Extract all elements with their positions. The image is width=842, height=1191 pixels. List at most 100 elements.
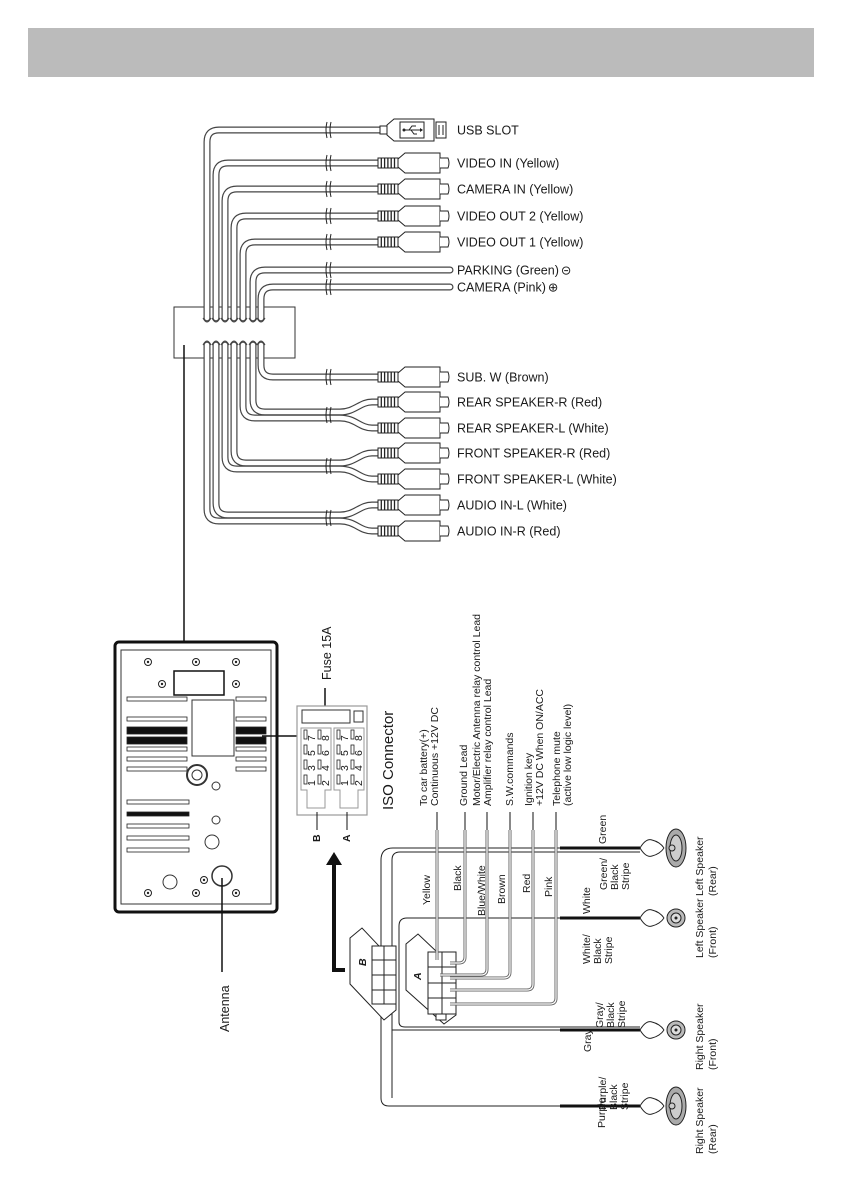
positive-wire-label: Gray xyxy=(582,1028,594,1052)
wire-color-label: Black xyxy=(452,865,464,891)
cable-parking: PARKING (Green) ⊝ xyxy=(249,261,571,322)
speaker-label: Left Speaker xyxy=(694,898,706,958)
speaker-icon xyxy=(665,828,687,868)
function-label-line: +12V DC When ON/ACC xyxy=(534,689,546,806)
iso-pin-number: 3 xyxy=(339,765,351,771)
iso-pin-number: 6 xyxy=(353,750,365,756)
header-bar xyxy=(28,28,814,77)
iso-pin-number: 1 xyxy=(306,780,318,786)
label-front-speaker-r: FRONT SPEAKER-R (Red) xyxy=(457,447,610,461)
negative-wire-label: Black xyxy=(609,864,621,890)
cable-front-speaker-l: FRONT SPEAKER-L (White) xyxy=(221,341,617,490)
function-label-line: Ignition key xyxy=(523,752,535,806)
iso-pin xyxy=(317,744,322,755)
speaker-icon xyxy=(666,1020,686,1040)
rca-plug-video-out-2 xyxy=(377,205,450,227)
negative-wire-label: Black xyxy=(608,1084,620,1110)
connector-a-plug: A xyxy=(405,933,457,1025)
connector-b-plug: B xyxy=(349,927,397,1021)
positive-wire-label: Purple xyxy=(596,1097,608,1128)
cable-audio-in-l: AUDIO IN-L (White) xyxy=(212,341,567,519)
rca-plug-rear-speaker-l xyxy=(377,417,450,439)
iso-pin xyxy=(303,729,308,740)
function-label-line: Amplifier relay control Lead xyxy=(482,679,494,806)
fuse-slot xyxy=(301,709,351,724)
iso-pin xyxy=(350,744,355,755)
iso-block-b-label: B xyxy=(311,834,323,842)
cable-rear-speaker-r: REAR SPEAKER-R (Red) xyxy=(249,341,602,416)
iso-pin-number: 1 xyxy=(339,780,351,786)
negative-wire-label: Black xyxy=(605,1002,617,1028)
speaker-icon xyxy=(666,908,686,928)
iso-socket xyxy=(191,699,235,757)
function-label-line: Ground Lead xyxy=(458,745,470,806)
harness-socket xyxy=(173,670,225,696)
iso-pin-number: 4 xyxy=(353,765,365,771)
iso-pin-number: 5 xyxy=(339,750,351,756)
wire-color-label: Yellow xyxy=(421,875,433,905)
iso-pin-number: 7 xyxy=(339,735,351,741)
positive-wire-label: White xyxy=(581,887,593,914)
connector-b-letter: B xyxy=(357,958,369,966)
negative-wire-label: White/ xyxy=(581,934,593,964)
label-front-speaker-l: FRONT SPEAKER-L (White) xyxy=(457,473,617,487)
iso-pin-number: 8 xyxy=(320,735,332,741)
iso-connector-title: ISO Connector xyxy=(380,711,397,810)
iso-pin-number: 2 xyxy=(353,780,365,786)
iso-pin xyxy=(336,744,341,755)
insert-direction-arrow xyxy=(326,852,345,972)
cable-usb: USB SLOT xyxy=(203,118,519,322)
cable-front-speaker-r: FRONT SPEAKER-R (Red) xyxy=(230,341,610,467)
negative-wire-label: Purple/ xyxy=(597,1077,609,1110)
speaker-label: (Rear) xyxy=(707,866,719,896)
vent-slots xyxy=(126,658,267,897)
a-wire xyxy=(450,830,467,965)
rca-plug-video-out-1 xyxy=(377,231,450,253)
iso-pin xyxy=(303,774,308,785)
rca-plug-sub-w xyxy=(377,366,450,388)
negative-wire-label: Stripe xyxy=(620,862,632,890)
iso-pin-number: 6 xyxy=(320,750,332,756)
label-camera: CAMERA (Pink) xyxy=(457,281,546,295)
cable-audio-in-r: AUDIO IN-R (Red) xyxy=(203,341,560,542)
iso-pin xyxy=(350,729,355,740)
wire-color-label: Brown xyxy=(496,874,508,904)
label-rear-speaker-r: REAR SPEAKER-R (Red) xyxy=(457,396,602,410)
label-audio-in-r: AUDIO IN-R (Red) xyxy=(457,525,560,539)
rca-plug-audio-in-l xyxy=(377,494,450,516)
rca-plug-rear-speaker-r xyxy=(377,391,450,413)
cable-video-out-2: VIDEO OUT 2 (Yellow) xyxy=(230,205,583,322)
positive-wire-label: Green xyxy=(597,815,609,844)
connector-a-function-labels: To car battery(+)Continuous +12V DCYello… xyxy=(418,614,574,916)
speaker-label: (Front) xyxy=(707,1039,719,1071)
negative-wire-label: Stripe xyxy=(603,936,615,964)
iso-pin xyxy=(350,774,355,785)
function-label-line: To car battery(+) xyxy=(418,729,430,806)
speaker-icon xyxy=(665,1086,687,1126)
function-5: Telephone mute(active low logic level)Pi… xyxy=(543,704,574,897)
function-label-line: (active low logic level) xyxy=(562,704,574,806)
iso-block-a-label: A xyxy=(341,834,353,842)
bottom-cable-group: SUB. W (Brown)REAR SPEAKER-R (Red)REAR S… xyxy=(202,340,617,542)
cable-rear-speaker-l: REAR SPEAKER-L (White) xyxy=(239,341,609,439)
function-label-line: Motor/Electric Antenna relay control Lea… xyxy=(471,614,483,806)
speaker-wiring xyxy=(380,847,640,1107)
usb-plug xyxy=(379,118,447,142)
negative-wire-label: Stripe xyxy=(616,1000,628,1028)
cable-video-out-1: VIDEO OUT 1 (Yellow) xyxy=(239,231,583,322)
negative-wire-label: Black xyxy=(592,938,604,964)
negative-wire-label: Stripe xyxy=(619,1082,631,1110)
function-label-line: Telephone mute xyxy=(551,731,563,806)
cable-camera: CAMERA (Pink) ⊕ xyxy=(257,278,558,322)
